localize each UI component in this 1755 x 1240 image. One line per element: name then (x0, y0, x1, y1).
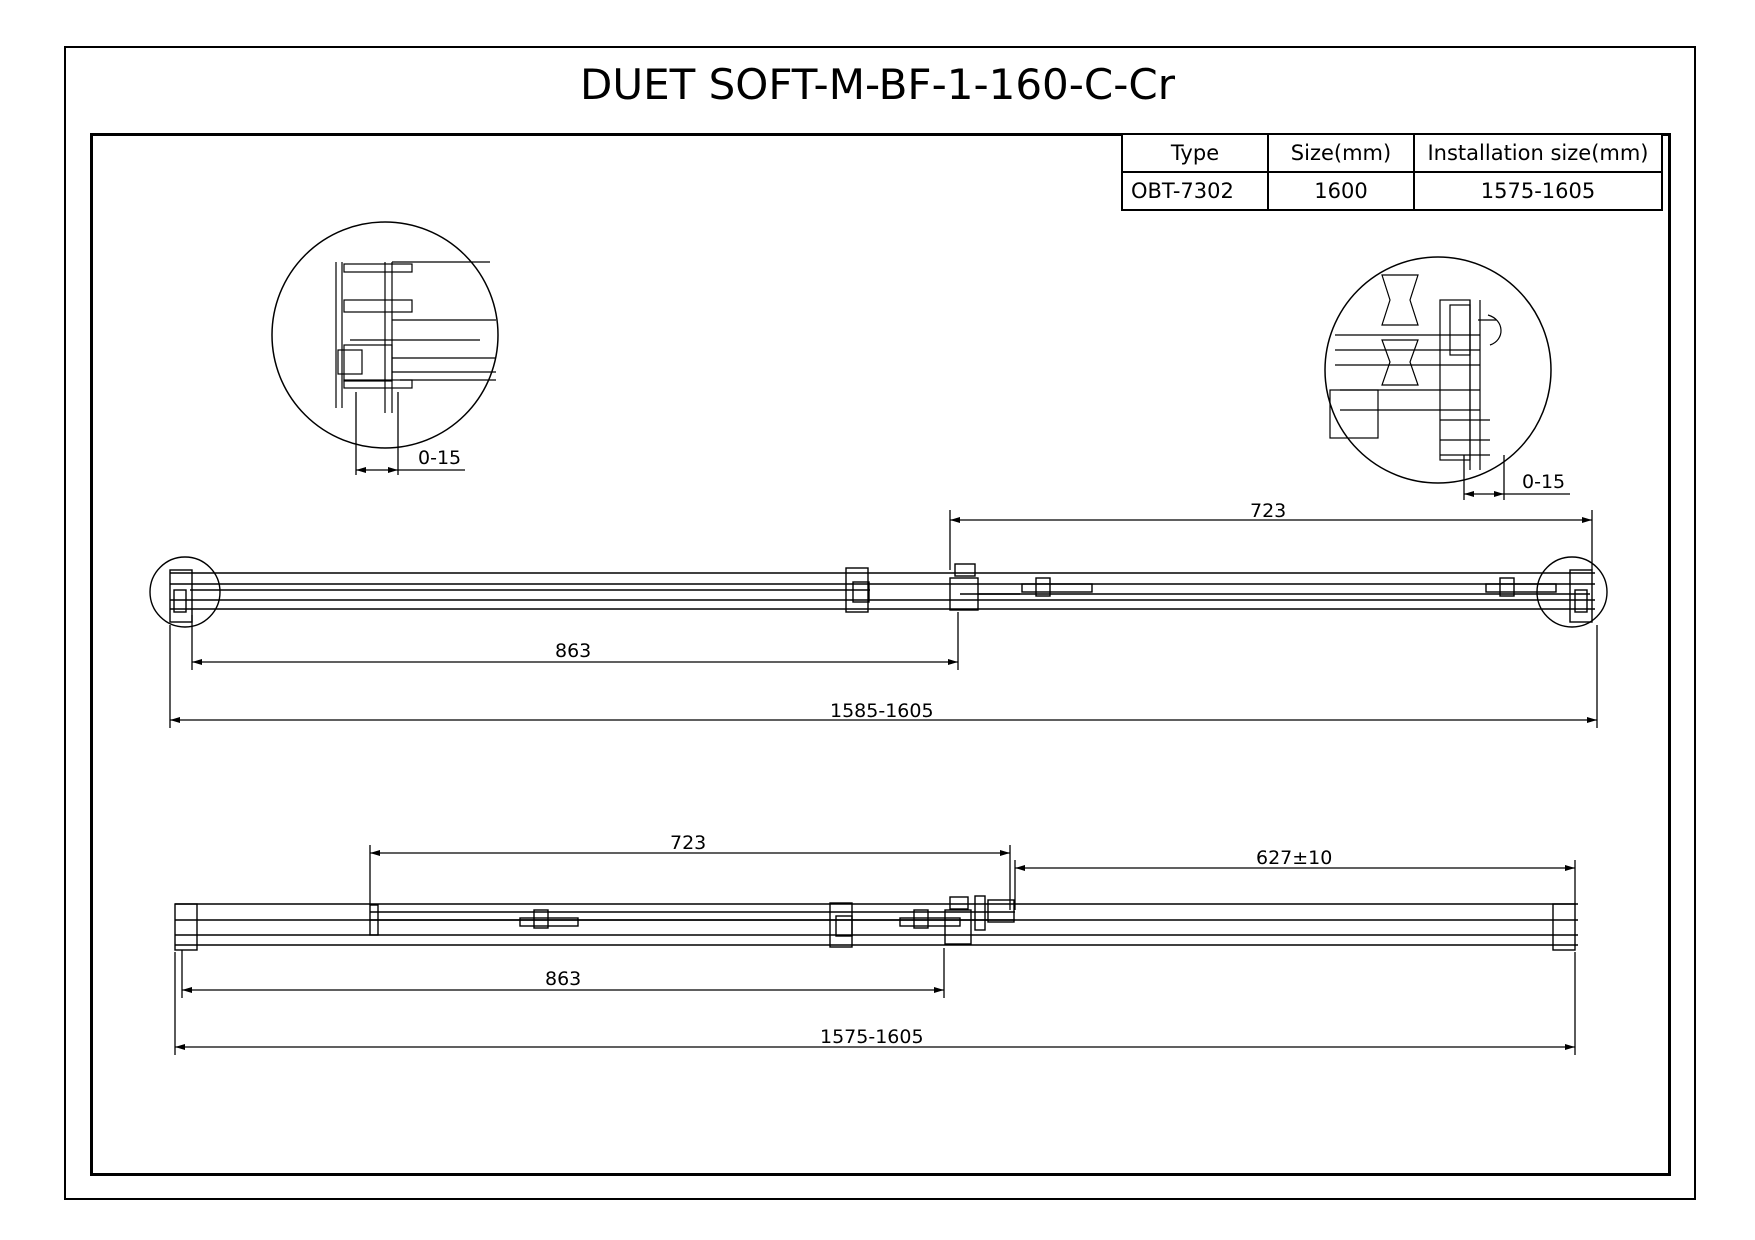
spec-cell-installation: 1575-1605 (1413, 171, 1663, 211)
top-left-wall-profile (169, 569, 193, 623)
detail-left-circle (271, 221, 499, 449)
dim-bottom-left-panel: 863 (545, 968, 581, 990)
dim-detail-left-gap: 0-15 (418, 447, 461, 469)
spec-table: Type Size(mm) Installation size(mm) OBT-… (1121, 133, 1663, 211)
top-right-wall-profile (1569, 569, 1593, 623)
detail-left-gap-dimension (355, 392, 465, 475)
detail-right-circle (1324, 256, 1552, 484)
drawing-title: DUET SOFT-M-BF-1-160-C-Cr (579, 60, 1175, 109)
spec-header-installation: Installation size(mm) (1413, 133, 1663, 173)
dim-top-left-panel: 863 (555, 640, 591, 662)
detail-right-profile (1329, 274, 1502, 470)
top-plan-view (149, 556, 1608, 628)
top-dimensions (169, 510, 1598, 728)
detail-left (271, 221, 499, 475)
bottom-right-wall-profile (1552, 903, 1576, 951)
bottom-left-wall-profile (174, 903, 198, 951)
spec-header-size: Size(mm) (1267, 133, 1415, 173)
spec-table-row: OBT-7302 1600 1575-1605 (1121, 171, 1663, 211)
dim-detail-right-gap: 0-15 (1522, 471, 1565, 493)
spec-header-type: Type (1121, 133, 1269, 173)
detail-right (1324, 256, 1570, 500)
drawing-sheet-border (64, 46, 1696, 1200)
detail-right-gap-dimension (1463, 455, 1570, 500)
top-roller-1 (1021, 583, 1093, 593)
dim-bottom-overall: 1575-1605 (820, 1026, 924, 1048)
bottom-door-handle (944, 909, 972, 945)
dim-top-right-panel: 723 (1250, 500, 1286, 522)
bottom-plan-view (174, 895, 1578, 951)
top-roller-2 (1485, 583, 1557, 593)
bottom-sliding-door-edge (369, 904, 379, 936)
dim-top-overall: 1585-1605 (830, 700, 934, 722)
top-right-detail-marker (1536, 556, 1608, 628)
bottom-fixed-panel-profile (829, 902, 853, 948)
spec-cell-size: 1600 (1267, 171, 1415, 211)
bottom-dimensions (174, 845, 1576, 1055)
bottom-roller-2 (899, 917, 961, 927)
drawing-frame (90, 133, 1671, 1176)
detail-left-profile (335, 261, 496, 413)
dim-bottom-opening: 627±10 (1256, 847, 1332, 869)
top-left-detail-marker (149, 556, 221, 628)
dim-bottom-left-panel-top: 723 (670, 832, 706, 854)
bottom-roller-1 (519, 917, 579, 927)
spec-cell-type: OBT-7302 (1121, 171, 1269, 211)
top-fixed-panel-profile (845, 567, 869, 613)
spec-table-header-row: Type Size(mm) Installation size(mm) (1121, 133, 1663, 173)
